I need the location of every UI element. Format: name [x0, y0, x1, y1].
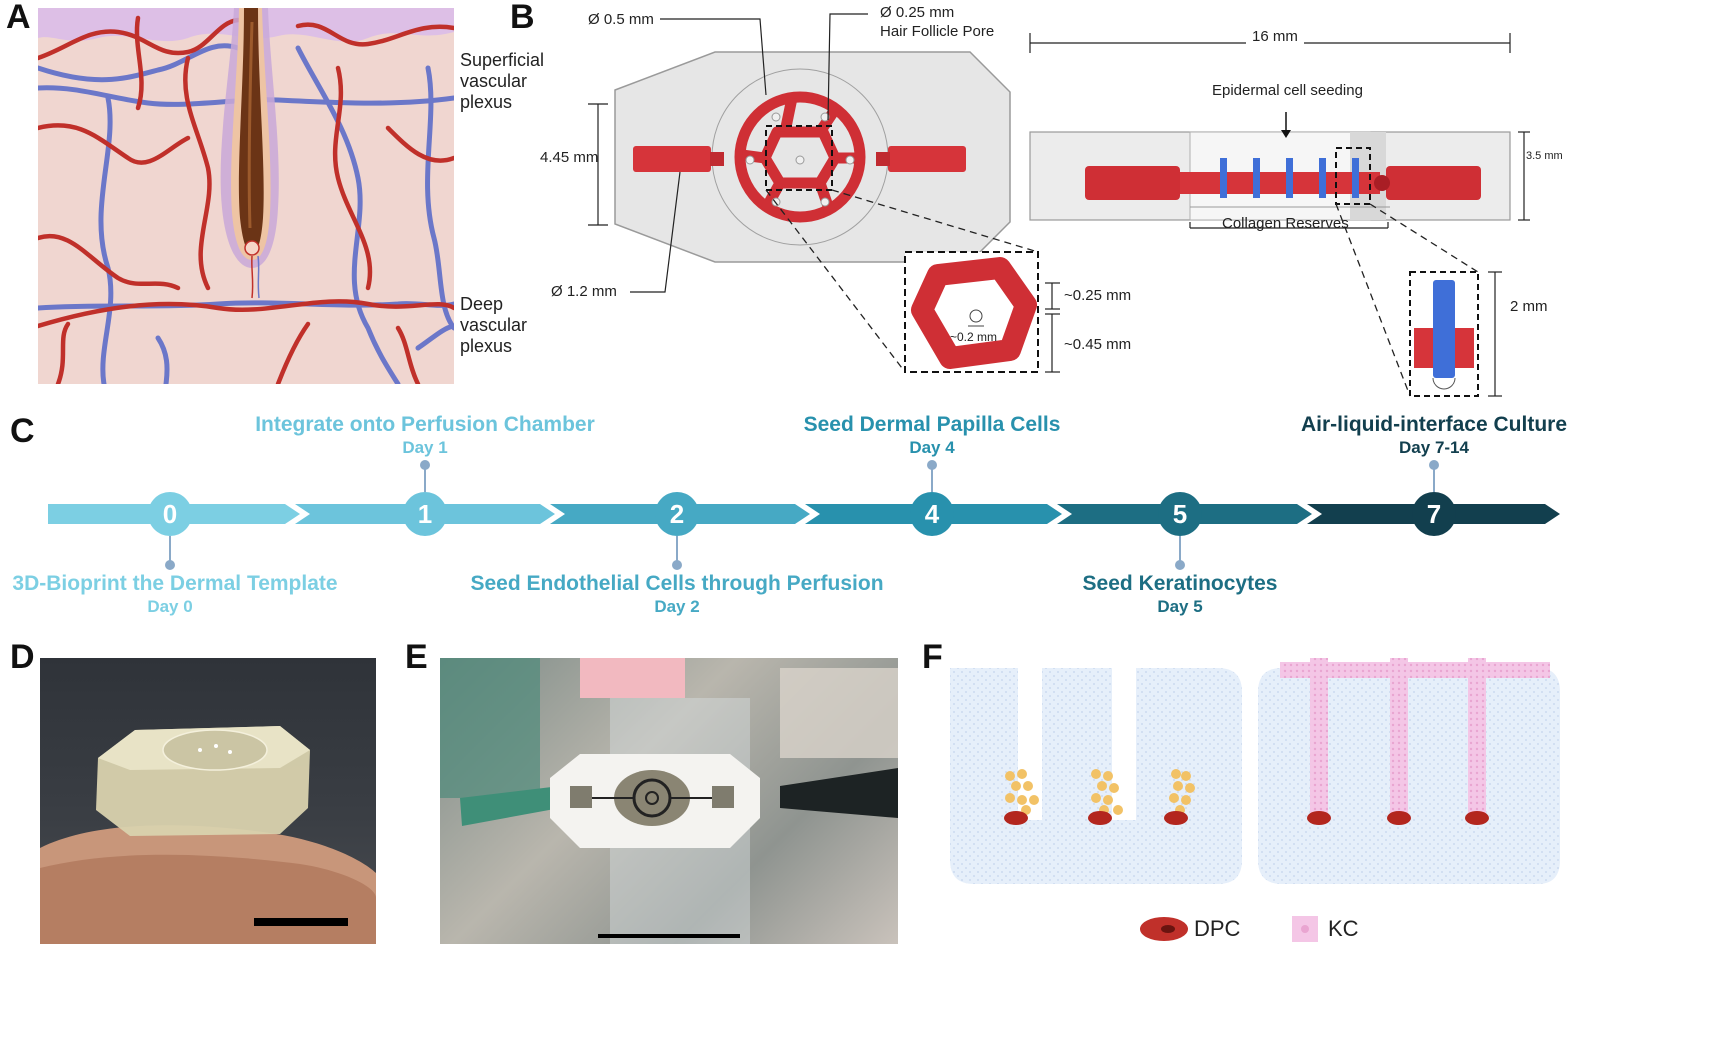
- inlet-diameter-label: Ø 1.2 mm: [551, 283, 617, 300]
- timeline-step-1: 1: [403, 492, 447, 536]
- timeline-step-title: Seed Keratinocytes: [1082, 572, 1278, 595]
- timeline-stem-knob: [1429, 460, 1439, 470]
- collagen-reserves-label: Collagen Reserves: [1222, 215, 1349, 232]
- perfusion-chamber-photo: [440, 658, 898, 944]
- timeline-stem: [424, 464, 426, 492]
- zoom-top-dimension-label: ~0.25 mm: [1064, 287, 1132, 304]
- skin-vasculature-illustration: [38, 8, 454, 384]
- timeline-stem: [1179, 536, 1181, 564]
- pore-channel-diameter-label: Ø 0.5 mm: [588, 11, 654, 28]
- timeline-step-4: 4: [910, 492, 954, 536]
- timeline-step-day: Day 1: [402, 438, 448, 457]
- timeline-step-title: Integrate onto Perfusion Chamber: [255, 413, 595, 436]
- timeline-step-title: Seed Endothelial Cells through Perfusion: [470, 572, 884, 595]
- hair-follicle-pore-label: Hair Follicle Pore: [880, 23, 995, 40]
- timeline-step-0: 0: [148, 492, 192, 536]
- superficial-plexus-label: Superficial vascular plexus: [460, 50, 545, 113]
- timeline-step-5: 5: [1158, 492, 1202, 536]
- panel-e-letter: E: [405, 638, 428, 676]
- template-thickness-label: 3.5 mm: [1526, 150, 1563, 162]
- timeline-stem: [931, 464, 933, 492]
- dpc-legend-icon: [1140, 917, 1188, 941]
- timeline-stem-knob: [165, 560, 175, 570]
- template-height-label: 4.45 mm: [540, 149, 599, 166]
- panel-a-letter: A: [6, 0, 31, 36]
- timeline-step-day: Day 0: [147, 597, 193, 616]
- follicle-seeding-schematic: [950, 658, 1560, 884]
- dermal-template-schematic: [588, 13, 1530, 397]
- timeline-stem-knob: [420, 460, 430, 470]
- timeline-stem: [169, 536, 171, 564]
- timeline-step-day: Day 5: [1157, 597, 1203, 616]
- bioprinted-template-photo: [40, 658, 376, 944]
- timeline-step-title: Seed Dermal Papilla Cells: [803, 413, 1061, 436]
- timeline-step-day: Day 7-14: [1399, 438, 1469, 457]
- timeline-step-day: Day 2: [654, 597, 700, 616]
- zoom-bottom-dimension-label: ~0.45 mm: [1064, 336, 1132, 353]
- timeline-stem: [676, 536, 678, 564]
- post-height-label: 2 mm: [1510, 298, 1548, 315]
- scale-bar: [598, 934, 740, 938]
- pore-diameter-label: Ø 0.25 mm: [880, 4, 955, 21]
- panel-f-letter: F: [922, 638, 943, 676]
- epidermal-seeding-label: Epidermal cell seeding: [1212, 82, 1363, 99]
- panel-b-letter: B: [510, 0, 535, 36]
- timeline-step-7: 7: [1412, 492, 1456, 536]
- panel-c-letter: C: [10, 412, 35, 450]
- timeline-step-2: 2: [655, 492, 699, 536]
- dpc-legend-label: DPC: [1194, 916, 1241, 941]
- template-length-label: 16 mm: [1246, 28, 1304, 46]
- timeline-arrows: [48, 504, 1560, 524]
- kc-legend-label: KC: [1328, 916, 1359, 941]
- timeline-step-day: Day 4: [909, 438, 955, 457]
- timeline-stem: [1433, 464, 1435, 492]
- zoom-hole-dimension-label: ~0.2 mm: [950, 330, 998, 344]
- panel-d-letter: D: [10, 638, 35, 676]
- timeline-stem-knob: [672, 560, 682, 570]
- scale-bar: [254, 918, 348, 926]
- timeline-step-title: 3D-Bioprint the Dermal Template: [12, 572, 338, 595]
- timeline-step-title: Air-liquid-interface Culture: [1300, 413, 1568, 436]
- timeline-stem-knob: [1175, 560, 1185, 570]
- deep-plexus-label: Deep vascular plexus: [460, 294, 528, 357]
- kc-legend-icon: [1292, 916, 1318, 942]
- timeline-stem-knob: [927, 460, 937, 470]
